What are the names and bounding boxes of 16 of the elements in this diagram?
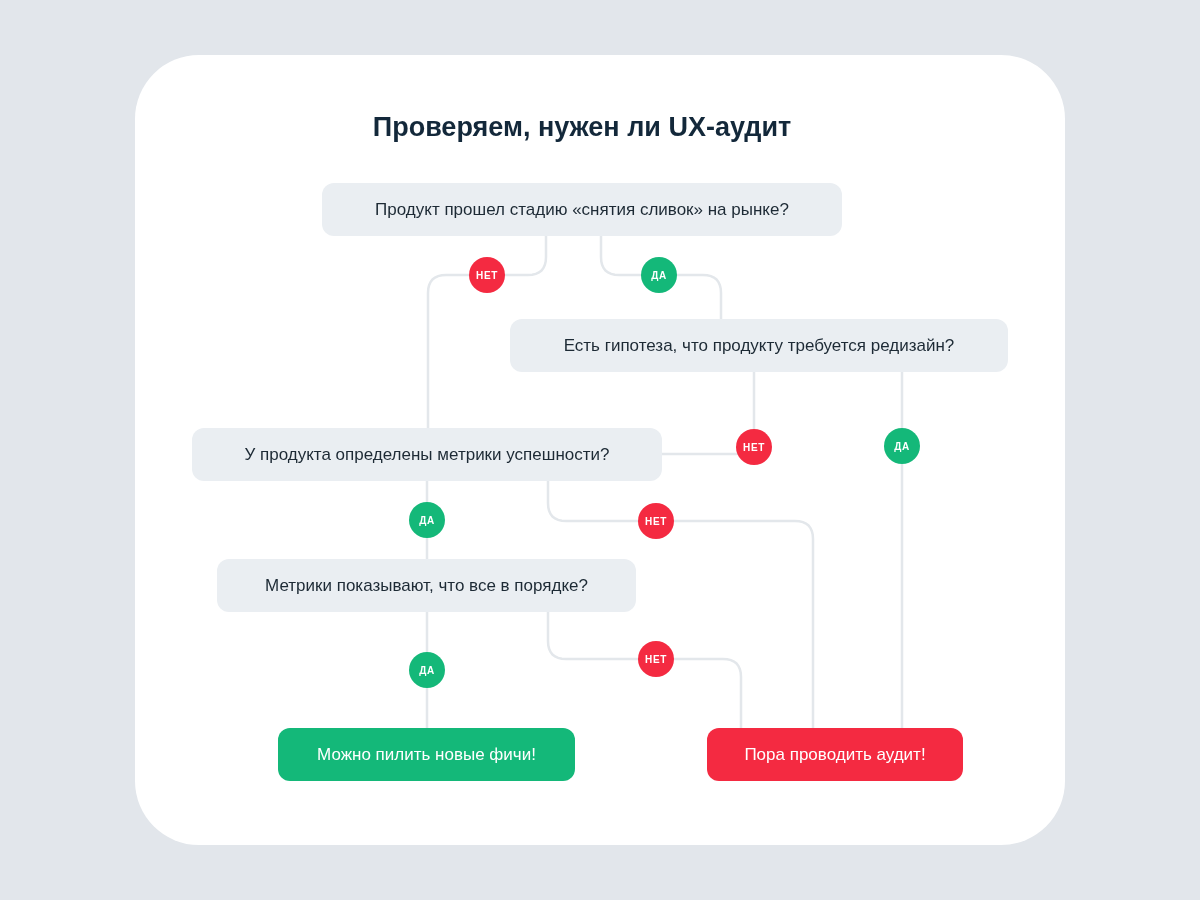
question-text: У продукта определены метрики успешности? [244, 443, 610, 466]
outcome-box [278, 728, 575, 781]
diagram-title: Проверяем, нужен ли UX-аудит [371, 111, 793, 144]
question-box [192, 428, 662, 481]
question-box [322, 183, 842, 236]
question-text: Продукт прошел стадию «снятия сливок» на рынке? [375, 198, 789, 221]
connector-line [546, 481, 815, 728]
outcome-text: Можно пилить новые фичи! [317, 743, 536, 766]
question-box [510, 319, 1008, 372]
connector-line [426, 236, 548, 428]
question-text: Есть гипотеза, что продукту требуется редизайн? [563, 334, 955, 357]
question-text: Метрики показывают, что все в порядке? [265, 574, 588, 597]
outcome-text: Пора проводить аудит! [744, 743, 926, 766]
connector-line [546, 612, 743, 728]
question-box [217, 559, 636, 612]
outcome-box [707, 728, 963, 781]
